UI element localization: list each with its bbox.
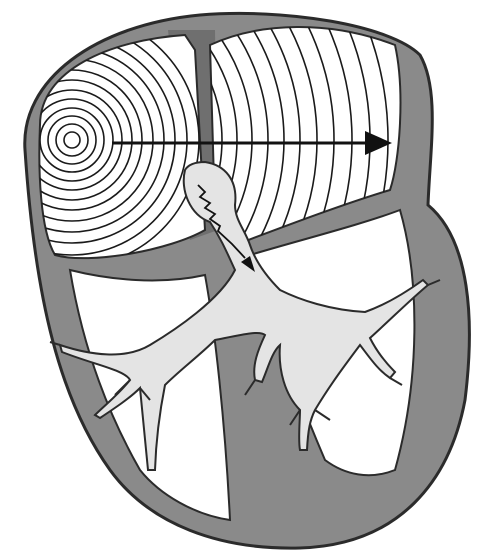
heart-diagram-svg	[0, 0, 477, 553]
heart-conduction-figure	[0, 0, 477, 553]
